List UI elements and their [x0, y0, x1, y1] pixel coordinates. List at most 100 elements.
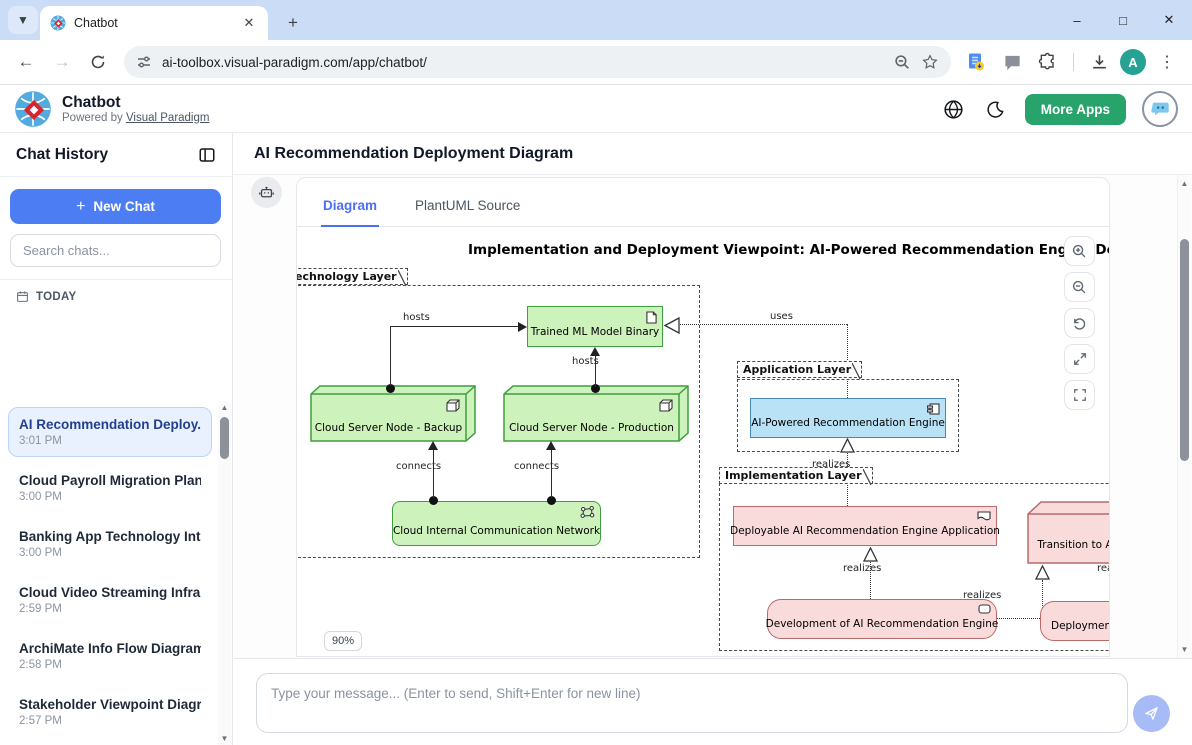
- tab-search-chevron-icon[interactable]: ▼: [8, 6, 38, 34]
- node-cloud-server-production[interactable]: Cloud Server Node - Production: [503, 385, 689, 442]
- chatbot-bubble-icon[interactable]: [1142, 91, 1178, 127]
- chat-list-item[interactable]: Banking App Technology Int... 3:00 PM: [8, 519, 212, 569]
- search-chats-input[interactable]: [10, 234, 221, 267]
- node-label: Cloud Server Node - Production: [509, 422, 674, 434]
- node-trained-ml-model-binary[interactable]: Trained ML Model Binary: [527, 306, 663, 347]
- sidebar: Chat History + New Chat TODAY AI Recomme…: [0, 133, 233, 745]
- edge-label-realizes: realizes: [1097, 563, 1109, 574]
- node-label: Cloud Server Node - Backup: [314, 422, 463, 434]
- chat-list-item[interactable]: AI Recommendation Deploy... 3:01 PM: [8, 407, 212, 457]
- arrowhead: [428, 441, 438, 450]
- message-input[interactable]: [256, 673, 1128, 733]
- site-settings-icon[interactable]: [136, 54, 152, 70]
- scroll-down-icon[interactable]: ▼: [220, 734, 229, 743]
- back-button[interactable]: ←: [17, 52, 35, 71]
- send-plane-icon: [1145, 707, 1158, 720]
- app-name: Chatbot: [62, 94, 121, 111]
- zoom-in-button[interactable]: [1064, 236, 1095, 266]
- edge-label-connects: connects: [396, 461, 442, 472]
- edge-label-realizes: realizes: [812, 459, 851, 470]
- collapse-sidebar-icon[interactable]: [198, 146, 216, 164]
- fullscreen-button[interactable]: [1064, 380, 1095, 410]
- reload-button[interactable]: [82, 46, 114, 78]
- sidebar-scrollbar[interactable]: ▲ ▼: [218, 401, 231, 745]
- node-cloud-server-backup[interactable]: Cloud Server Node - Backup: [310, 385, 476, 442]
- arrowhead: [590, 347, 600, 356]
- chat-item-time: 2:57 PM: [19, 715, 62, 727]
- node-development[interactable]: Development of AI Recommendation Engine: [765, 599, 999, 639]
- language-globe-icon[interactable]: [941, 96, 967, 122]
- edge-label-realizes: realizes: [963, 590, 1002, 601]
- extensions-puzzle-icon[interactable]: [1033, 47, 1063, 77]
- profile-avatar[interactable]: A: [1120, 49, 1146, 75]
- arrowhead: [518, 322, 527, 332]
- node-ai-recommendation-engine[interactable]: AI-Powered Recommendation Engine: [750, 398, 946, 438]
- window-maximize-button[interactable]: □: [1119, 12, 1127, 28]
- node-transition-plateau[interactable]: Transition to A: [1027, 501, 1109, 565]
- chat-item-title: Cloud Payroll Migration Plan: [19, 473, 201, 488]
- tab-plantuml-source[interactable]: PlantUML Source: [415, 198, 521, 213]
- chat-item-title: ArchiMate Info Flow Diagram: [19, 641, 201, 656]
- edge-ball: [591, 384, 600, 393]
- zoom-page-icon[interactable]: [894, 54, 911, 71]
- zoom-out-button[interactable]: [1064, 272, 1095, 302]
- address-bar[interactable]: ai-toolbox.visual-paradigm.com/app/chatb…: [124, 46, 951, 78]
- chat-item-time: 2:58 PM: [19, 659, 62, 671]
- edge-line: [433, 443, 434, 498]
- window-minimize-button[interactable]: –: [1073, 12, 1081, 28]
- node-cloud-network[interactable]: Cloud Internal Communication Network: [392, 501, 601, 546]
- implementation-layer-label: Implementation Layer: [719, 467, 873, 486]
- edge-label-connects: connects: [514, 461, 560, 472]
- more-apps-button[interactable]: More Apps: [1024, 93, 1126, 125]
- component-icon: [927, 403, 940, 415]
- sidebar-title: Chat History: [16, 145, 109, 163]
- main-scroll-thumb[interactable]: [1180, 239, 1189, 461]
- implementation-layer-group: [719, 483, 1109, 651]
- hollow-triangle-up: [863, 547, 878, 562]
- comment-icon[interactable]: [997, 47, 1027, 77]
- chat-list-item[interactable]: ArchiMate Info Flow Diagram 2:58 PM: [8, 631, 212, 681]
- scroll-down-icon[interactable]: ▼: [1180, 645, 1189, 654]
- forward-button[interactable]: →: [53, 52, 71, 71]
- browser-toolbar: ← → ai-toolbox.visual-paradigm.com/app/c…: [0, 40, 1192, 85]
- main-scrollbar[interactable]: ▲ ▼: [1177, 175, 1190, 658]
- reset-view-button[interactable]: [1064, 308, 1095, 338]
- arrowhead: [546, 441, 556, 450]
- visual-paradigm-link[interactable]: Visual Paradigm: [125, 112, 210, 124]
- diagram-controls: [1064, 236, 1095, 410]
- work-package-icon: [978, 604, 991, 614]
- bookmark-star-icon[interactable]: [921, 53, 939, 71]
- scroll-up-icon[interactable]: ▲: [1180, 179, 1189, 188]
- window-close-button[interactable]: ✕: [1163, 12, 1175, 27]
- chat-item-title: Cloud Video Streaming Infra...: [19, 585, 201, 600]
- node-label: Development of AI Recommendation Engine: [765, 618, 999, 630]
- new-tab-button[interactable]: +: [288, 13, 298, 32]
- today-section-label: TODAY: [36, 290, 77, 303]
- browser-tab[interactable]: Chatbot ✕: [40, 6, 268, 40]
- dark-mode-moon-icon[interactable]: [983, 96, 1009, 122]
- diagram-message-card: Diagram PlantUML Source Implementation a…: [296, 177, 1110, 657]
- chat-item-time: 3:00 PM: [19, 491, 62, 503]
- send-button[interactable]: [1133, 695, 1170, 732]
- chat-list-item[interactable]: Cloud Video Streaming Infra... 2:59 PM: [8, 575, 212, 625]
- sidebar-scroll-thumb[interactable]: [220, 417, 229, 459]
- edge-line: [551, 443, 552, 498]
- chat-item-title: Banking App Technology Int...: [19, 529, 201, 544]
- node-deployment[interactable]: Deployment: [1040, 601, 1109, 641]
- new-chat-button[interactable]: + New Chat: [10, 189, 221, 224]
- url-text[interactable]: ai-toolbox.visual-paradigm.com/app/chatb…: [162, 54, 427, 70]
- docs-extension-icon[interactable]: [961, 47, 991, 77]
- chat-list-item[interactable]: Cloud Payroll Migration Plan 3:00 PM: [8, 463, 212, 513]
- node-deployable-application[interactable]: Deployable AI Recommendation Engine Appl…: [730, 506, 1000, 546]
- downloads-icon[interactable]: [1084, 47, 1114, 77]
- bot-avatar: [251, 177, 282, 208]
- browser-menu-icon[interactable]: ⋮: [1159, 54, 1175, 71]
- tab-close-icon[interactable]: ✕: [243, 15, 255, 30]
- expand-button[interactable]: [1064, 344, 1095, 374]
- diagram-viewport[interactable]: Implementation and Deployment Viewpoint:…: [297, 227, 1109, 656]
- scroll-up-icon[interactable]: ▲: [220, 403, 229, 412]
- chat-list-item[interactable]: Stakeholder Viewpoint Diagr... 2:57 PM: [8, 687, 212, 737]
- tab-diagram[interactable]: Diagram: [321, 186, 380, 227]
- technology-layer-label: Technology Layer: [297, 268, 408, 287]
